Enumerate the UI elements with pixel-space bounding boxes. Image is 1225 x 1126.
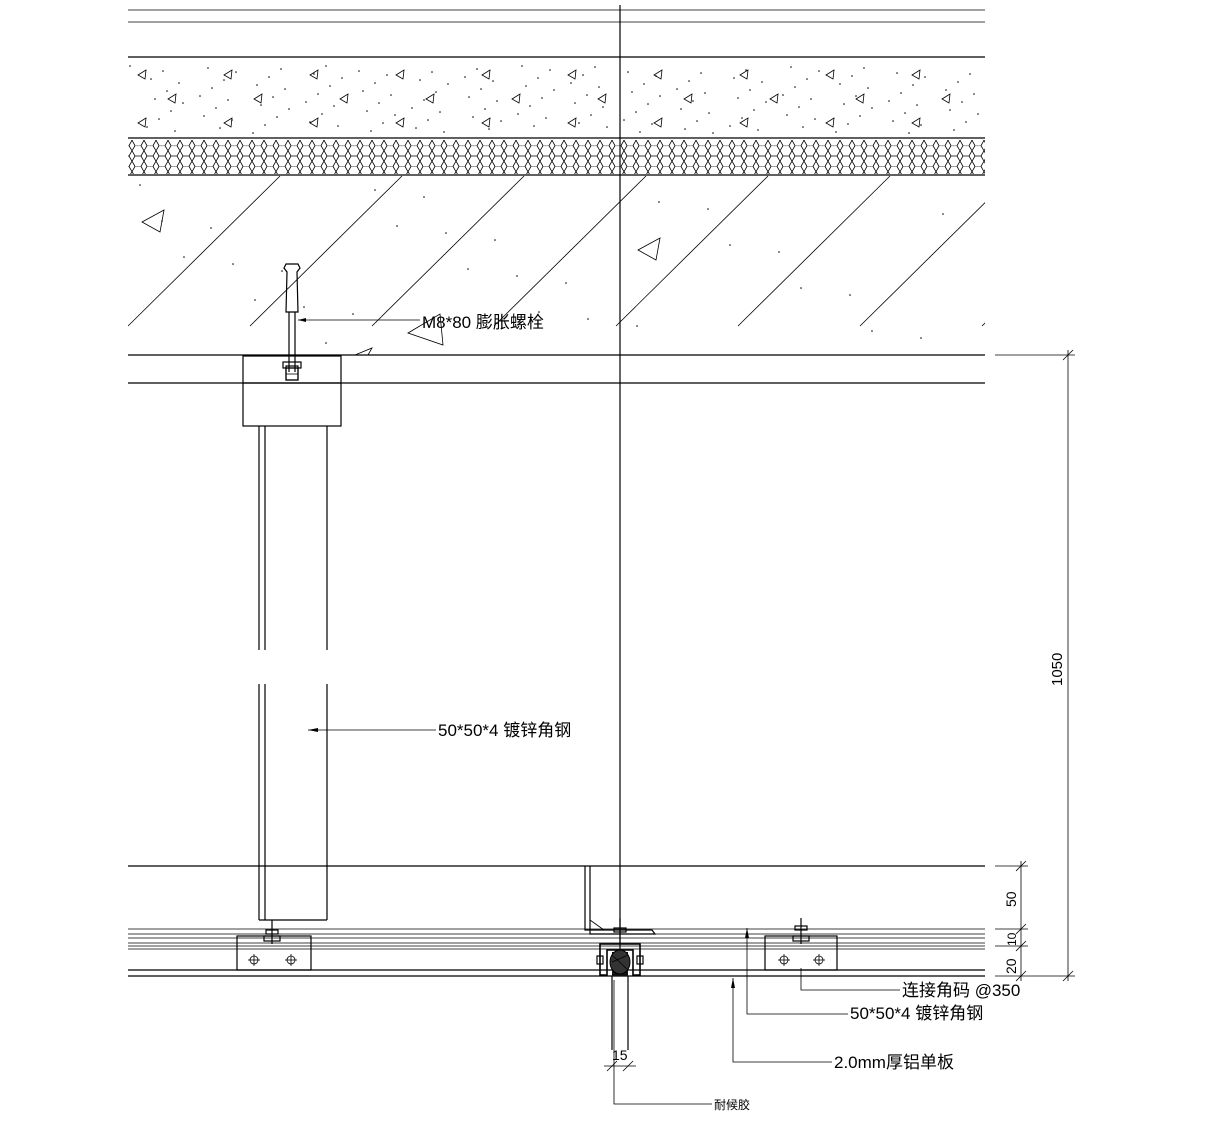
- leader-anchor-bolt: [298, 313, 444, 346]
- dim-10-label: 10: [1005, 932, 1019, 946]
- dim-50-label: 50: [1003, 891, 1019, 907]
- panel-joint-sealant: [596, 918, 644, 1050]
- dimension-stack: [995, 860, 1028, 982]
- steel-base-plate: [242, 355, 342, 427]
- dimension-joint: [604, 1060, 636, 1072]
- vertical-angle-steel: [258, 426, 328, 921]
- connector-bracket-left: [236, 920, 312, 971]
- label-vertical-angle: 50*50*4 镀锌角钢: [438, 721, 571, 740]
- dim-20-label: 20: [1003, 958, 1019, 974]
- label-panel: 2.0mm厚铝单板: [834, 1053, 954, 1072]
- leader-connector: [800, 968, 900, 991]
- leader-horizontal-angle: [745, 928, 848, 1015]
- insulation-layer: [128, 137, 985, 176]
- horizontal-frame: [128, 865, 985, 977]
- top-finish-layers: [128, 9, 985, 58]
- dim-total-label: 1050: [1049, 653, 1066, 686]
- label-sealant: 耐候胶: [714, 1097, 750, 1112]
- label-anchor-bolt: M8*80 膨胀螺栓: [422, 313, 544, 332]
- concrete-slab: [128, 175, 985, 384]
- label-connector: 连接角码 @350: [902, 981, 1020, 1000]
- leader-sealant: [613, 980, 712, 1105]
- dim-15-label: 15: [612, 1047, 628, 1063]
- label-horizontal-angle: 50*50*4 镀锌角钢: [850, 1004, 983, 1023]
- dimension-total: [995, 349, 1075, 982]
- connector-bracket-right: [764, 918, 838, 971]
- leader-vertical-angle: [308, 728, 436, 732]
- expansion-bolt: [282, 263, 302, 381]
- concrete-screed-layer: [129, 65, 979, 134]
- leader-panel: [731, 978, 832, 1063]
